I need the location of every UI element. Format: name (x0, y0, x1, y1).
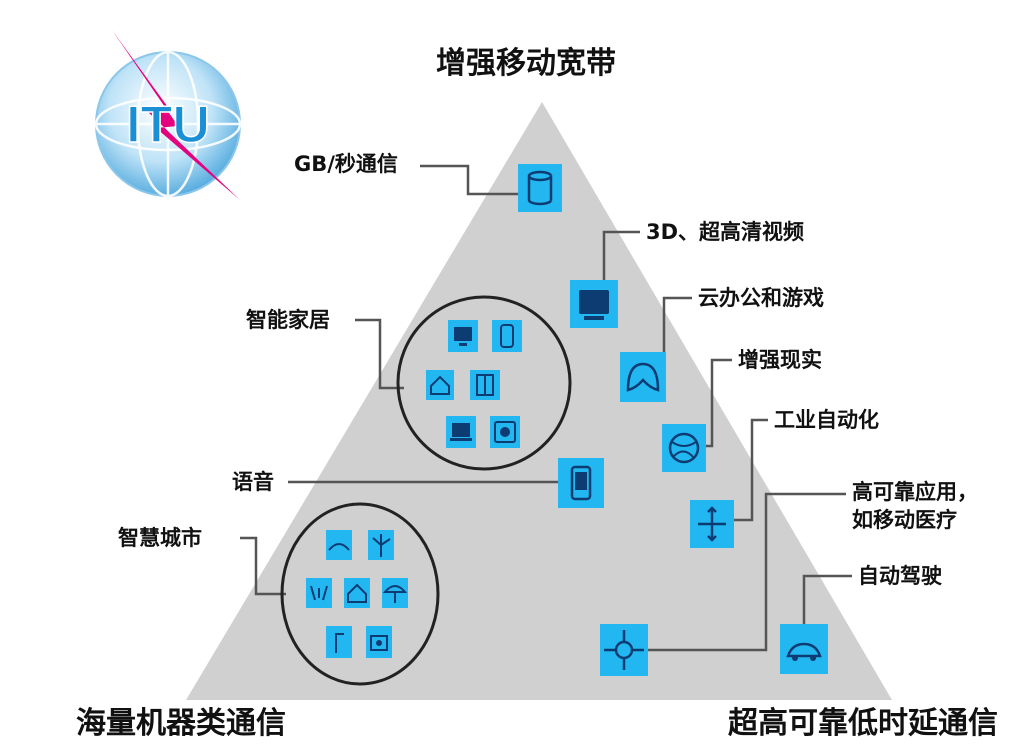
bottom-right-category-label: 超高可靠低时延通信 (728, 706, 998, 741)
smart-home-icons (426, 320, 522, 448)
logo-text: ITU (126, 96, 210, 154)
callout-voice: 语音 (232, 470, 274, 494)
pyramid-triangle (186, 102, 892, 700)
monitor-icon (570, 280, 618, 328)
house-icon (426, 370, 454, 400)
database-icon (518, 164, 562, 212)
meter-icon (366, 626, 392, 658)
callout-industry: 工业自动化 (774, 408, 879, 432)
callout-ar: 增强现实 (738, 348, 822, 372)
itu-logo: ITU (94, 30, 242, 200)
building-icon (344, 578, 370, 608)
streetlight-icon (326, 626, 352, 658)
callout-cloud: 云办公和游戏 (698, 286, 824, 310)
smartphone-icon (558, 458, 604, 508)
car-icon (780, 624, 828, 674)
callout-autodrive: 自动驾驶 (858, 564, 942, 588)
tv-icon (448, 320, 478, 352)
callout-reliable-line2: 如移动医疗 (852, 508, 957, 532)
washer-icon (490, 416, 520, 448)
road-icon (306, 578, 332, 608)
gamepad-icon (620, 352, 666, 402)
smart-city-cluster (280, 502, 440, 686)
cross-arrows-icon (690, 500, 734, 548)
wind-turbine-icon (368, 530, 394, 560)
bridge-icon (326, 530, 352, 560)
callout-reliable-line1: 高可靠应用， (852, 480, 978, 504)
cabinet-icon (470, 370, 500, 400)
umbrella-icon (382, 578, 408, 608)
callout-smarthome: 智能家居 (246, 308, 330, 332)
callout-video: 3D、超高清视频 (646, 220, 805, 244)
smart-city-icons (306, 530, 408, 658)
callout-gbps: GB/秒通信 (294, 152, 398, 176)
laptop-icon (446, 416, 476, 448)
fridge-icon (492, 320, 522, 352)
callout-smartcity: 智慧城市 (118, 526, 202, 550)
top-category-label: 增强移动宽带 (436, 46, 616, 81)
network-node-icon (600, 624, 648, 676)
globe-icon (662, 424, 706, 472)
smart-home-cluster (396, 295, 572, 471)
bottom-left-category-label: 海量机器类通信 (76, 706, 286, 741)
